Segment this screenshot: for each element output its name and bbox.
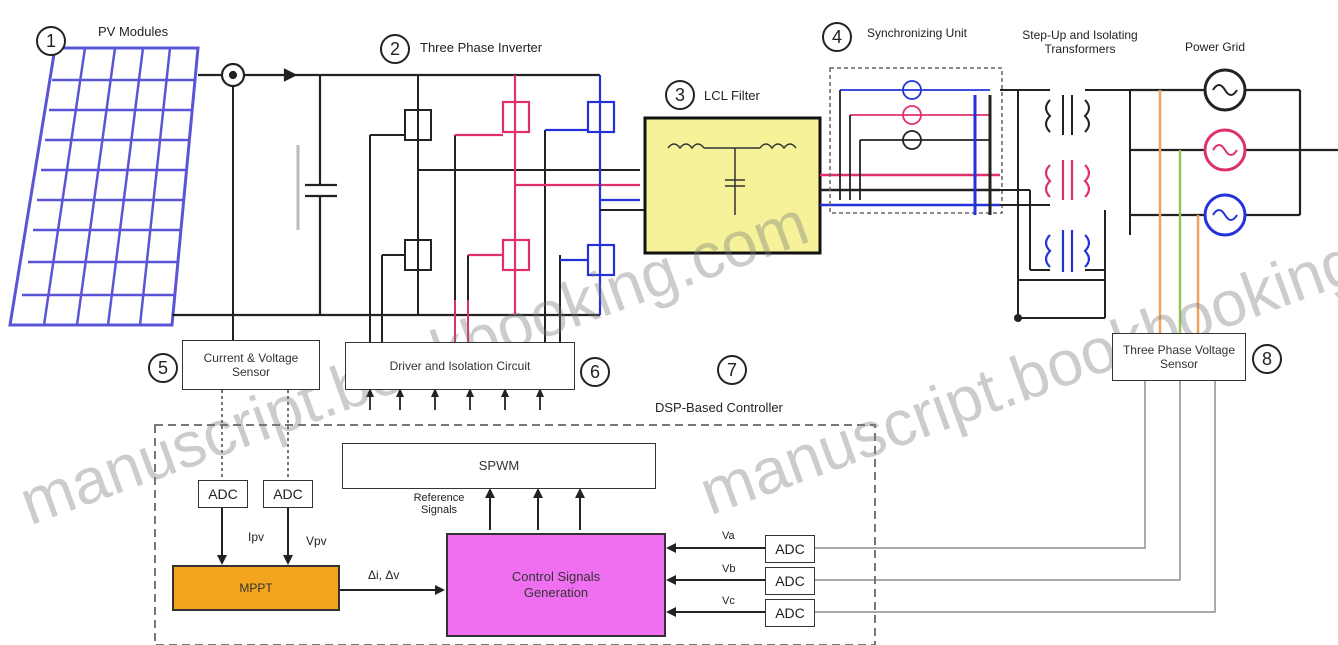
inverter-label: Three Phase Inverter bbox=[420, 40, 543, 55]
block-number-sensor: 5 bbox=[148, 353, 178, 383]
pv-modules-label: PV Modules bbox=[98, 24, 169, 39]
adc-voltage: ADC bbox=[263, 480, 313, 508]
pv-panel bbox=[8, 46, 200, 327]
signal-ipv: Ipv bbox=[248, 530, 265, 544]
transformer-label: Step-Up and Isolating Transformers bbox=[1022, 28, 1138, 56]
mppt-box: MPPT bbox=[172, 565, 340, 611]
control-signals-box: Control Signals Generation bbox=[446, 533, 666, 637]
signal-di-dv: Δi, Δv bbox=[368, 568, 400, 582]
adc-va: ADC bbox=[765, 535, 815, 563]
block-number-lcl-filter: 3 bbox=[665, 80, 695, 110]
signal-vc: Vc bbox=[722, 595, 735, 607]
dsp-controller-label: DSP-Based Controller bbox=[655, 400, 783, 415]
block-number-sync: 4 bbox=[822, 22, 852, 52]
adc-vb: ADC bbox=[765, 567, 815, 595]
power-grid-label: Power Grid bbox=[1185, 40, 1246, 54]
adc-vc: ADC bbox=[765, 599, 815, 627]
block-number-driver: 6 bbox=[580, 357, 610, 387]
lcl-filter-label: LCL Filter bbox=[704, 88, 760, 103]
sync-unit-label: Synchronizing Unit bbox=[866, 26, 968, 40]
adc-current: ADC bbox=[198, 480, 248, 508]
driver-isolation-circuit-box: Driver and Isolation Circuit bbox=[345, 342, 575, 390]
block-number-inverter: 2 bbox=[380, 34, 410, 64]
spwm-box: SPWM bbox=[342, 443, 656, 489]
block-number-pv: 1 bbox=[36, 26, 66, 56]
signal-va: Va bbox=[722, 530, 735, 542]
current-voltage-sensor-box: Current & Voltage Sensor bbox=[182, 340, 320, 390]
signal-vb: Vb bbox=[722, 563, 736, 575]
signal-vpv: Vpv bbox=[306, 534, 327, 548]
reference-signals-label: Reference Signals bbox=[413, 492, 465, 516]
voltage-sensor-box: Three Phase Voltage Sensor bbox=[1112, 333, 1246, 381]
block-number-voltage-sensor: 8 bbox=[1252, 344, 1282, 374]
block-number-dsp: 7 bbox=[717, 355, 747, 385]
